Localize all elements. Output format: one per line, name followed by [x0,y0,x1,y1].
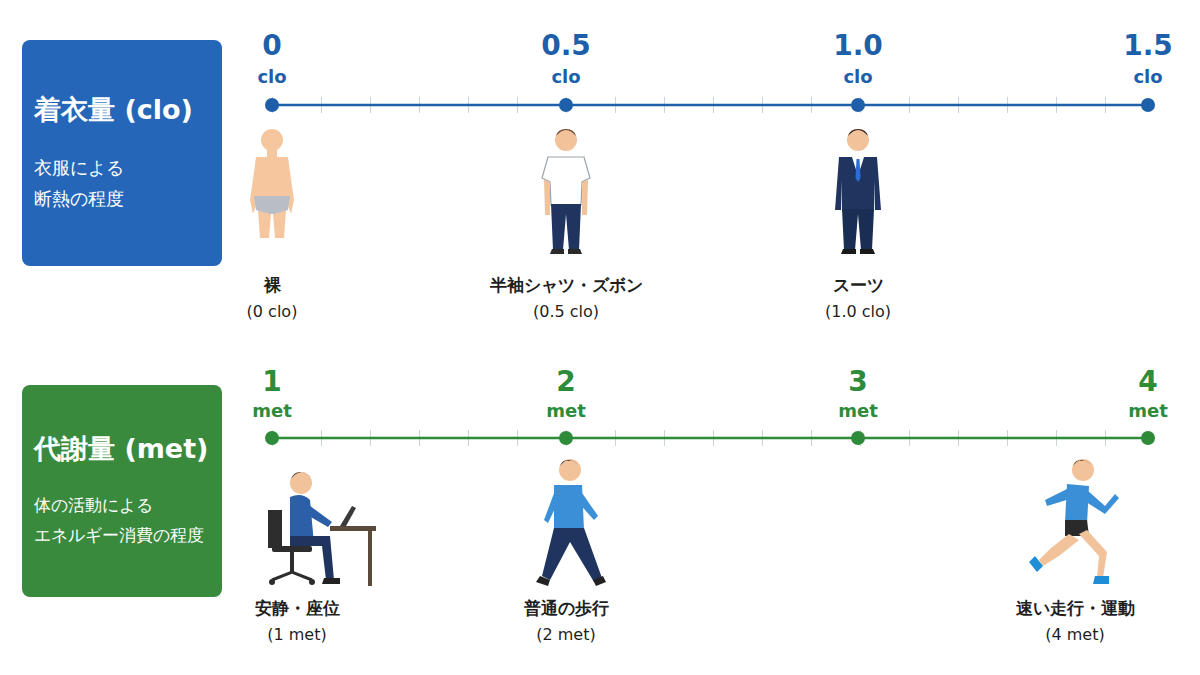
drawing-part [267,149,277,157]
clo-axis [265,95,1155,115]
scale-value: 4 [1138,365,1157,398]
drawing-part [559,459,581,481]
scale-value: 3 [848,365,867,398]
drawing-part [265,431,279,445]
drawing-part [576,490,598,520]
drawing-part [856,159,861,182]
scale-value: 1.5 [1123,29,1173,62]
walking-figure [536,459,606,586]
drawing-part [261,129,283,151]
drawing-part [835,157,881,210]
scale-value: 0 [262,29,281,62]
figure-caption: (4 met) [1045,625,1104,644]
figure-caption: 安静・座位 [255,597,340,620]
scale-value: 0.5 [541,29,591,62]
scale-value: 2 [556,365,575,398]
sitting-figure [268,472,376,586]
drawing-part [272,104,1148,107]
drawing-part [272,546,312,552]
scale-value: 1.0 [833,29,883,62]
drawing-part [536,576,606,586]
drawing-part [842,209,874,250]
naked-figure [250,129,294,238]
figure-caption: 普通の歩行 [524,597,609,620]
category-box: 着衣量 (clo) 衣服による 断熱の程度 [22,40,222,266]
figure-caption: (0 clo) [247,302,298,321]
drawing-part [559,98,573,112]
drawing-part [1141,431,1155,445]
drawing-part [272,437,1148,440]
drawing-part [542,528,602,582]
drawing-part [851,431,865,445]
drawing-part [254,196,290,214]
drawing-part [269,579,275,585]
drawing-part [258,210,286,238]
drawing-part [272,95,1148,115]
drawing-part [309,579,315,585]
drawing-part [291,472,312,479]
box-heading: 代謝量 (met) [34,431,210,467]
drawing-part [550,249,582,254]
drawing-part [290,472,312,494]
drawing-part [559,431,573,445]
drawing-part [560,460,580,466]
figure-caption: 速い走行・運動 [1016,597,1135,620]
drawing-part [555,129,577,151]
scale-unit: met [252,400,292,421]
scale-value: 1 [262,365,281,398]
drawing-part [340,506,356,526]
figure-caption: (2 met) [536,625,595,644]
drawing-part [1072,459,1094,481]
drawing-part [1079,530,1107,578]
met-axis [265,428,1155,448]
drawing-part [265,98,279,112]
suit-figure [835,129,881,254]
drawing-part [272,572,312,580]
box-description: 衣服による 断熱の程度 [34,152,210,215]
drawing-part [544,488,560,523]
figure-caption: 裸 [264,274,281,297]
figure-caption: 半袖シャツ・ズボン [490,274,643,297]
drawing-part [851,98,865,112]
figure-caption: (1 met) [267,625,326,644]
drawing-part [290,536,334,580]
scale-unit: clo [551,66,580,87]
box-description: 体の活動による エネルギー消費の程度 [34,491,210,551]
figure-caption: (1.0 clo) [825,302,891,321]
scale-unit: met [1128,400,1168,421]
running-figure [1029,459,1119,584]
box-heading: 着衣量 (clo) [34,92,210,128]
drawing-part [1029,556,1109,584]
drawing-part [1039,534,1079,566]
drawing-part [302,503,332,527]
scale-unit: met [838,400,878,421]
figure-caption: (0.5 clo) [533,302,599,321]
scale-unit: clo [843,66,872,87]
category-box: 代謝量 (met) 体の活動による エネルギー消費の程度 [22,385,222,597]
figure-caption: スーツ [833,274,884,297]
drawing-part [1045,488,1073,506]
scale-unit: clo [257,66,286,87]
shirt-figure [542,129,590,254]
drawing-part [551,204,581,250]
drawing-part [841,249,875,254]
drawing-part [272,428,1148,448]
drawing-part [1073,460,1093,466]
drawing-part [368,531,372,586]
drawing-part [1141,98,1155,112]
drawing-part [556,129,576,136]
drawing-part [290,552,294,572]
scale-unit: clo [1133,66,1162,87]
drawing-part [330,526,376,531]
drawing-part [847,129,869,151]
drawing-part [1083,490,1119,514]
drawing-part [322,578,340,584]
drawing-part [848,129,868,136]
scale-unit: met [546,400,586,421]
drawing-part [268,510,282,548]
